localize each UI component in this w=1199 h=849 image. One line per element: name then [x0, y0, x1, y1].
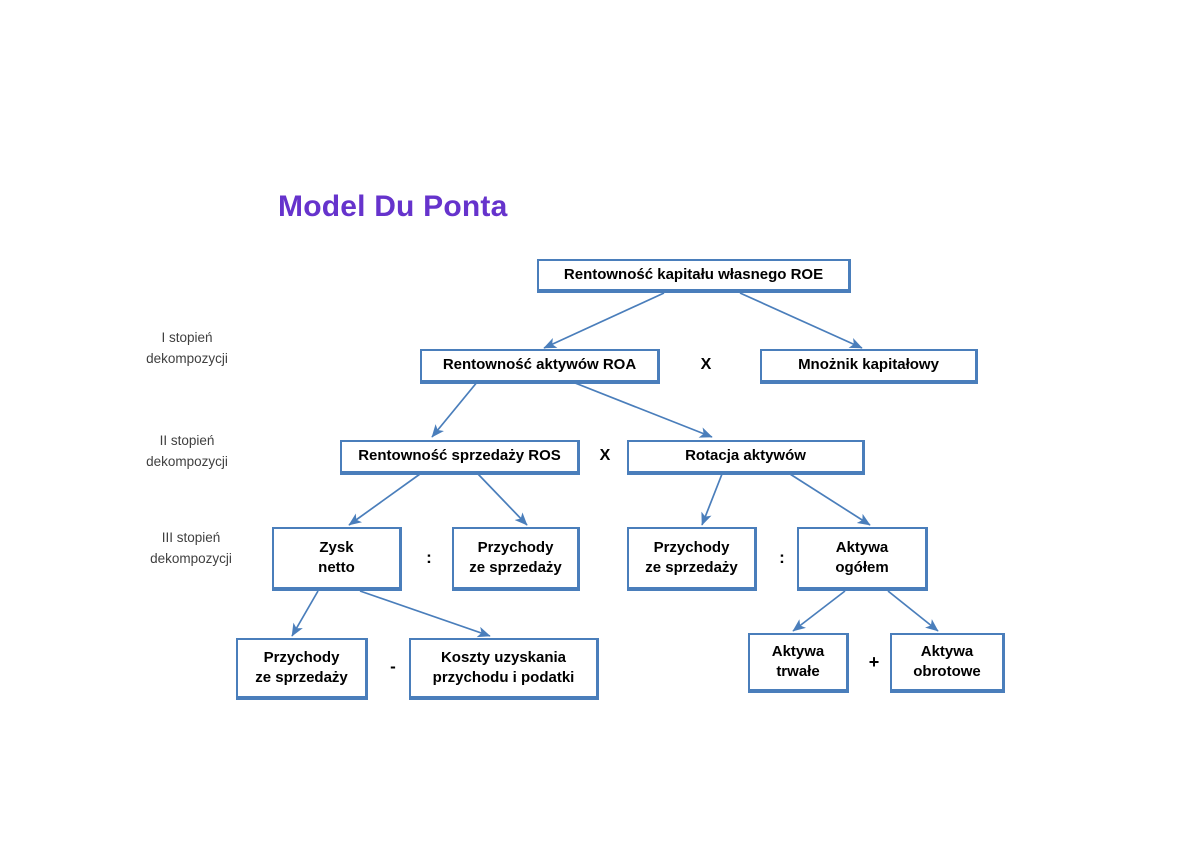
operator-plus-aktywa: + — [868, 652, 880, 672]
operator-divide-ros: : — [426, 548, 432, 567]
stage-label-level-2-line1: II stopień — [159, 433, 215, 448]
link-zysk-przychody — [291, 590, 319, 637]
stage-label-level-1-line2: dekompozycji — [146, 350, 228, 366]
node-przychody-b-line1: Przychody — [653, 538, 730, 556]
node-aktywa-ogolem-line2: ogółem — [835, 559, 889, 576]
link-roe-mnoznik — [739, 292, 863, 349]
node-zysk-netto-line2: netto — [318, 559, 355, 576]
stage-label-level-3-line2: dekompozycji — [150, 550, 232, 566]
node-przychody-ze-sprzedazy-rotacja[interactable]: Przychody ze sprzedaży — [627, 527, 757, 591]
node-roa[interactable]: Rentowność aktywów ROA — [420, 349, 660, 384]
node-przychody-ze-sprzedazy-ros[interactable]: Przychody ze sprzedaży — [452, 527, 580, 591]
node-aktywa-trwale-line1: Aktywa — [771, 642, 825, 660]
stage-label-level-1-line1: I stopień — [161, 330, 213, 345]
operator-multiply-level-1: X — [700, 356, 712, 373]
node-aktywa-obrotowe[interactable]: Aktywa obrotowe — [890, 633, 1005, 693]
stage-label-level-2-line2: dekompozycji — [146, 453, 228, 469]
operator-multiply-level-2: X — [599, 447, 611, 464]
link-aktywa-trwale — [792, 590, 846, 632]
node-przychody-b-line2: ze sprzedaży — [645, 559, 738, 576]
stage-label-level-2: II stopień dekompozycji — [132, 431, 242, 473]
node-aktywa-ogolem-line1: Aktywa — [835, 538, 889, 556]
operator-divide-rotacja: : — [779, 548, 785, 567]
node-mnoznik-kapitalowy[interactable]: Mnożnik kapitałowy — [760, 349, 978, 384]
link-rotacja-przychody — [701, 473, 723, 526]
node-przychody-c-line1: Przychody — [263, 648, 340, 666]
node-roe-label: Rentowność kapitału własnego ROE — [563, 265, 824, 283]
link-aktywa-obrotowe — [887, 590, 939, 632]
link-ros-przychody — [477, 473, 528, 526]
link-roe-roa — [543, 292, 665, 349]
node-roa-label: Rentowność aktywów ROA — [442, 356, 637, 374]
link-roa-ros — [431, 380, 479, 438]
node-aktywa-trwale-line2: trwałe — [776, 663, 820, 680]
node-roe[interactable]: Rentowność kapitału własnego ROE — [537, 259, 851, 293]
stage-label-level-3-line1: III stopień — [161, 530, 221, 545]
node-ros[interactable]: Rentowność sprzedaży ROS — [340, 440, 580, 475]
node-aktywa-obrotowe-line2: obrotowe — [913, 663, 981, 680]
node-przychody-c-line2: ze sprzedaży — [255, 669, 348, 686]
link-ros-zysk — [348, 473, 421, 526]
node-przychody-a-line1: Przychody — [477, 538, 554, 556]
node-zysk-netto[interactable]: Zysk netto — [272, 527, 402, 591]
node-koszty-uzyskania[interactable]: Koszty uzyskania przychodu i podatki — [409, 638, 599, 700]
node-koszty-line1: Koszty uzyskania — [440, 648, 567, 666]
node-przychody-a-line2: ze sprzedaży — [469, 559, 562, 576]
node-przychody-ze-sprzedazy-zysk[interactable]: Przychody ze sprzedaży — [236, 638, 368, 700]
node-aktywa-trwale[interactable]: Aktywa trwałe — [748, 633, 849, 693]
node-rotacja-aktywow[interactable]: Rotacja aktywów — [627, 440, 865, 475]
node-aktywa-ogolem[interactable]: Aktywa ogółem — [797, 527, 928, 591]
node-mnoznik-label: Mnożnik kapitałowy — [798, 356, 939, 374]
stage-label-level-1: I stopień dekompozycji — [132, 328, 242, 370]
node-rotacja-label: Rotacja aktywów — [685, 447, 806, 465]
node-zysk-netto-line1: Zysk — [319, 538, 354, 556]
page-title: Model Du Ponta — [278, 190, 508, 223]
link-rotacja-aktywa — [789, 473, 871, 526]
link-roa-rotacja — [569, 380, 713, 438]
node-aktywa-obrotowe-line1: Aktywa — [920, 642, 974, 660]
stage-label-level-3: III stopień dekompozycji — [132, 528, 250, 570]
operator-minus-zysk: - — [390, 657, 396, 676]
node-ros-label: Rentowność sprzedaży ROS — [358, 447, 561, 465]
link-zysk-koszty — [359, 590, 491, 638]
node-koszty-line2: przychodu i podatki — [432, 669, 575, 686]
